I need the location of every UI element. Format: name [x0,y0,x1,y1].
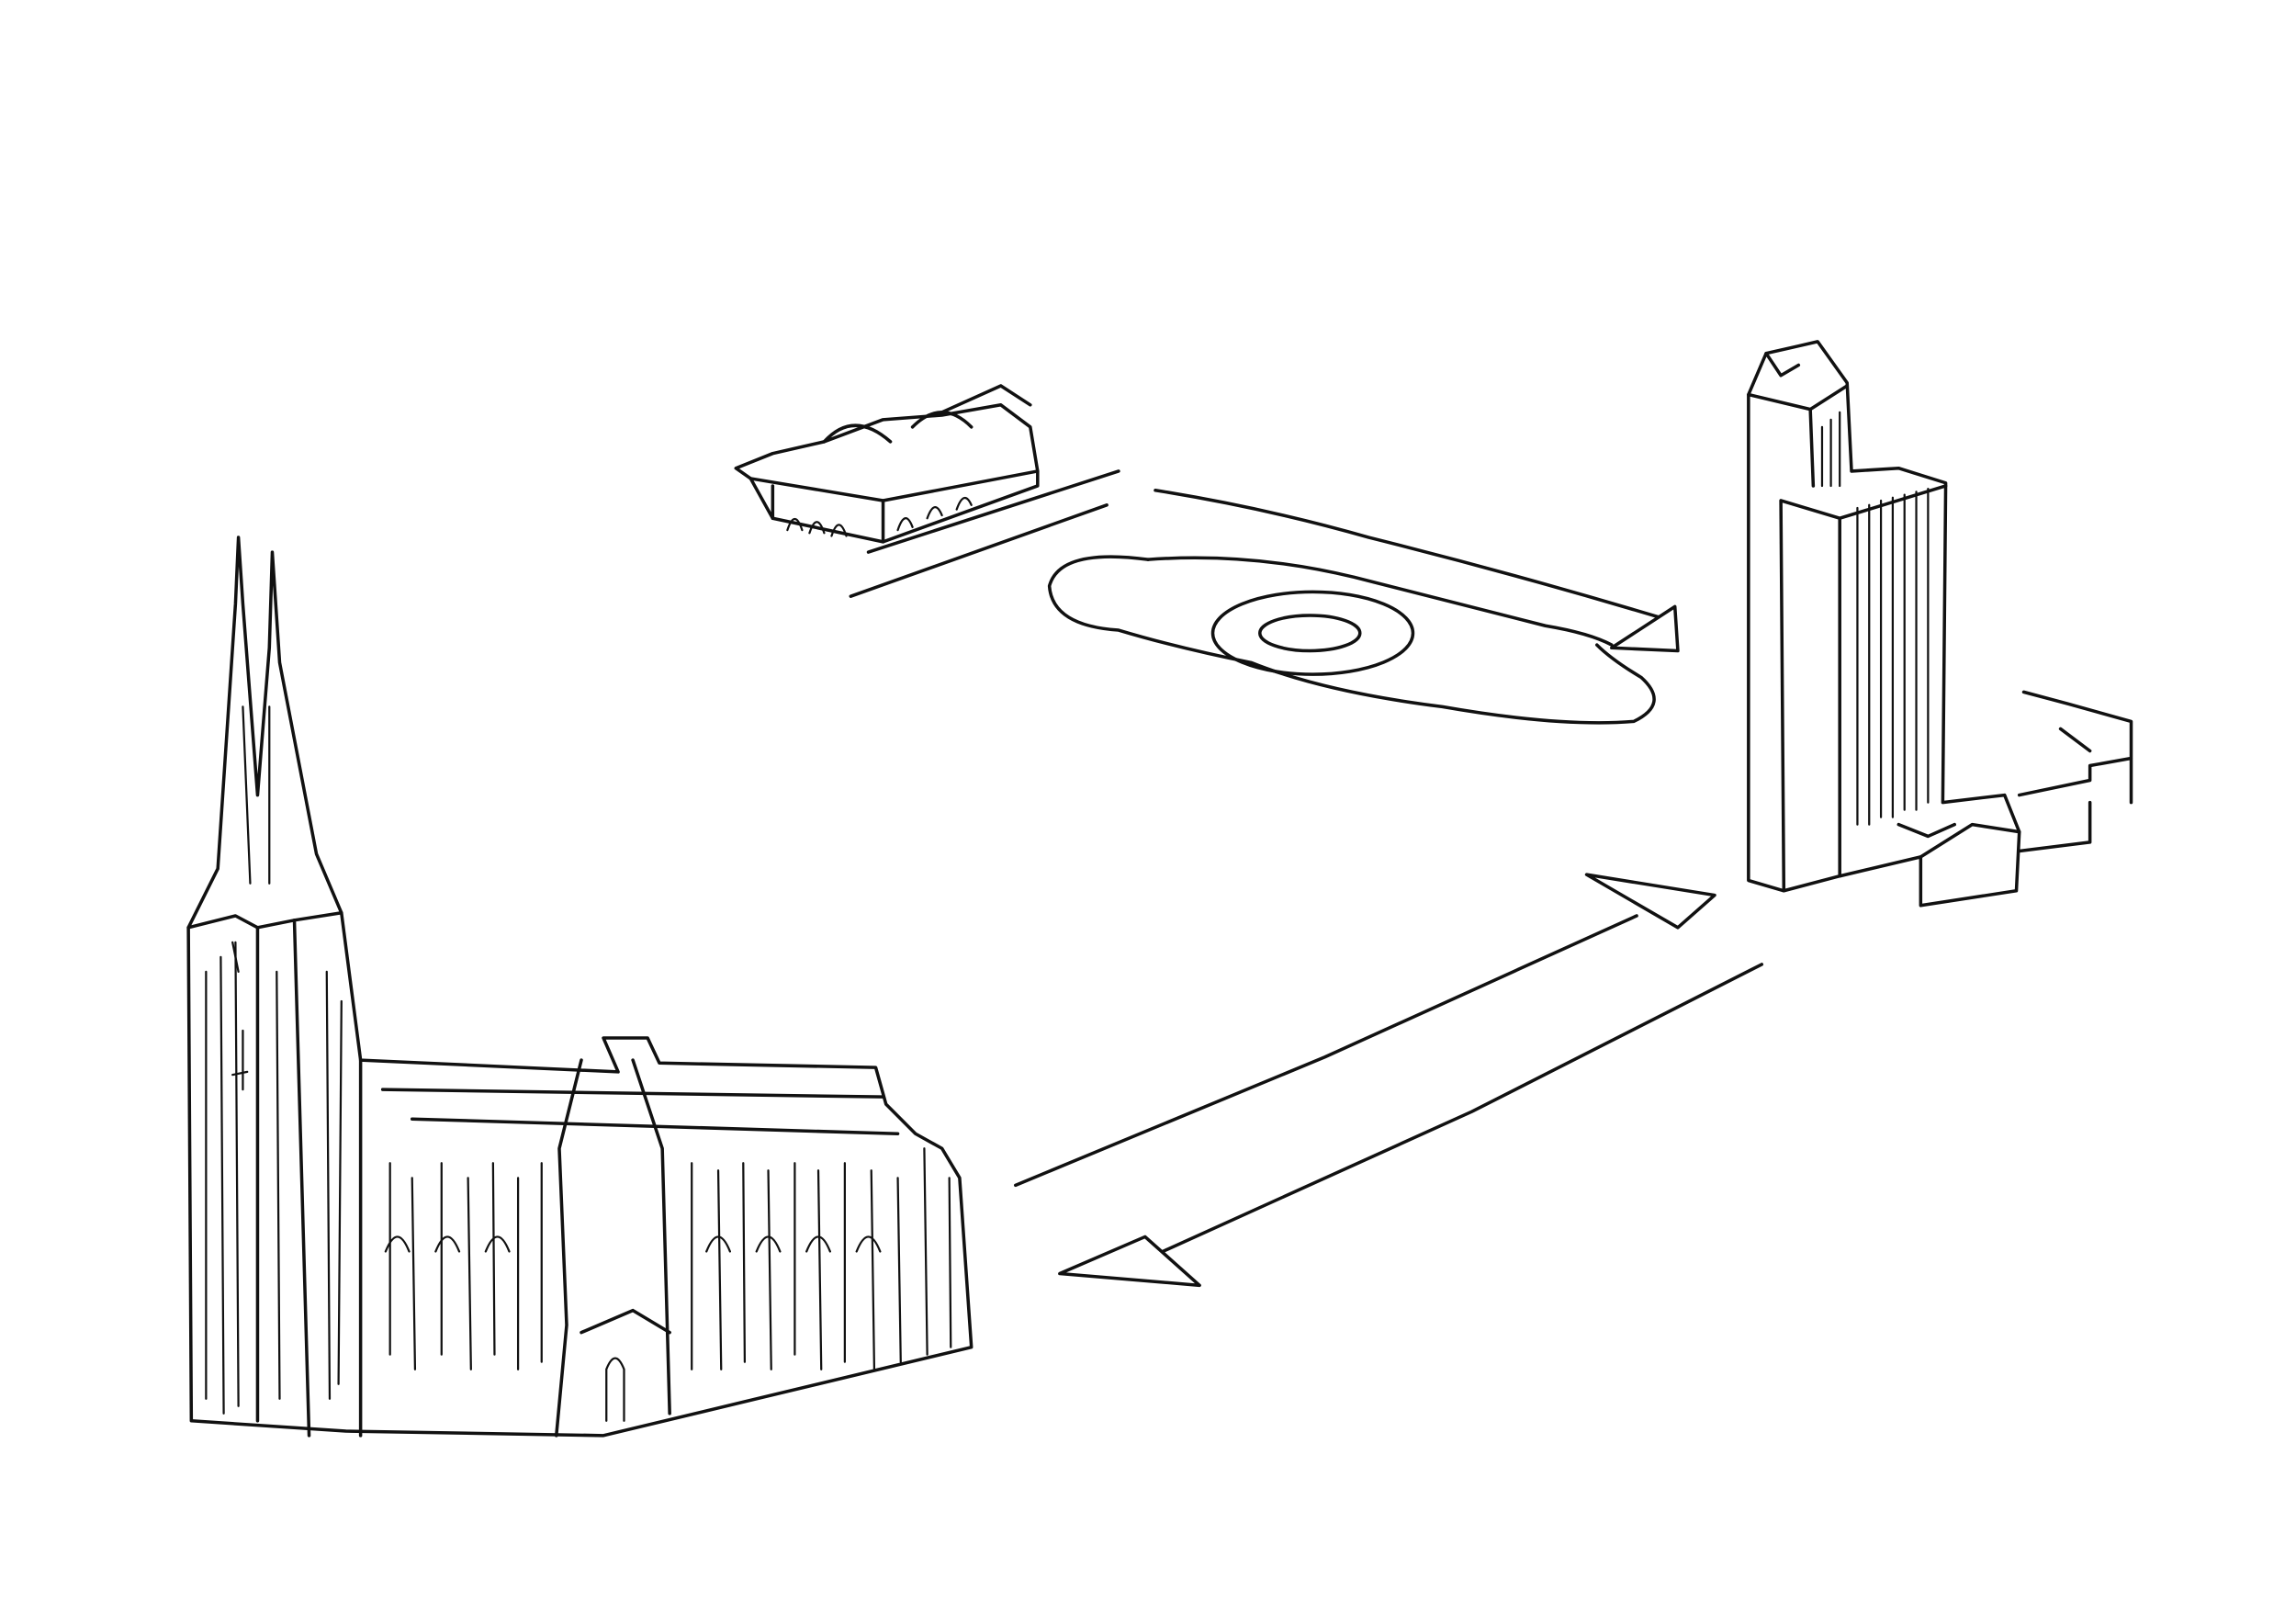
high-rise-tower [1747,340,2133,908]
arrows [1014,873,1764,1288]
station-building [734,384,1120,598]
plaza [1047,489,1680,725]
cathedral-window-tracery [205,705,952,1415]
cathedral [186,536,974,1438]
